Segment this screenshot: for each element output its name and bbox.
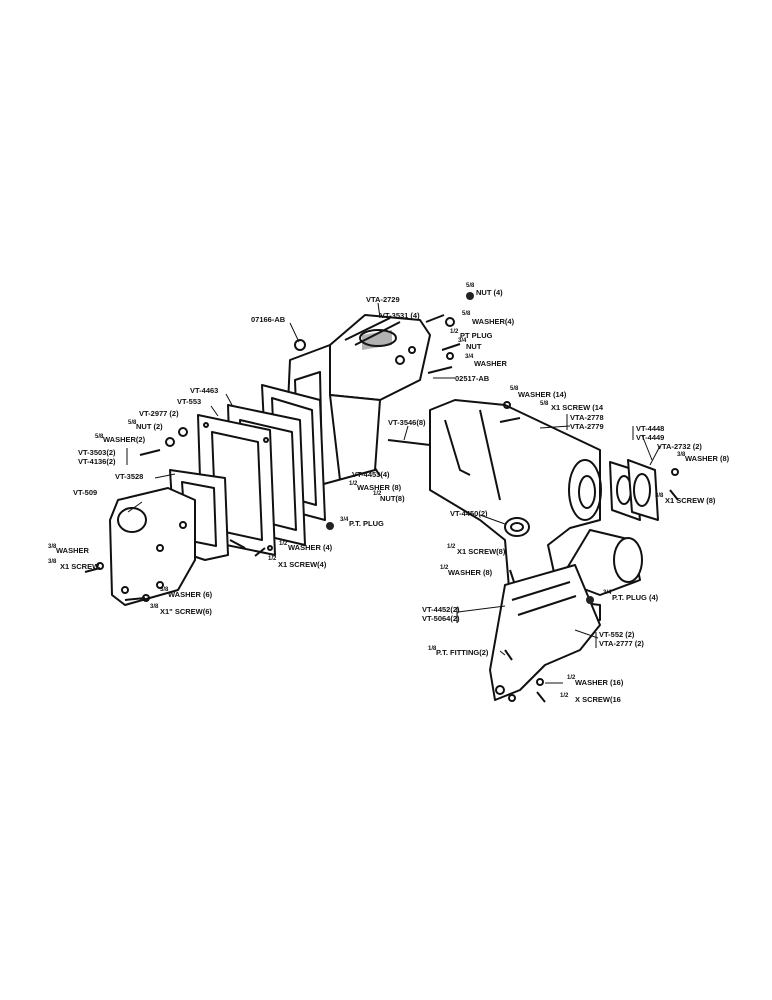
label-vt-4448: VT-4448	[636, 424, 664, 433]
cover-vt-509	[109, 487, 196, 606]
label-washer-8c: WASHER (8)	[448, 568, 493, 577]
label-screw-left-frac: 3/8	[48, 559, 57, 565]
label-vt-553: VT-553	[177, 397, 201, 406]
label-washer-2: WASHER(2)	[103, 435, 146, 444]
label-vta-2777: VTA-2777 (2)	[599, 639, 644, 648]
label-nut-2-frac: 5/8	[128, 420, 137, 426]
label-screw-8b-frac: 3/8	[655, 493, 664, 499]
label-vt-4136: VT-4136(2)	[78, 457, 116, 466]
bottom-cover-vt-552	[489, 564, 601, 702]
label-washer-14: WASHER (14)	[518, 390, 567, 399]
label-pt-plug-4-frac: 3/4	[603, 590, 612, 596]
label-pt-plug-top: PT PLUG	[460, 331, 493, 340]
label-07166-ab: 07166-AB	[251, 315, 286, 324]
label-washer-16: WASHER (16)	[575, 678, 624, 687]
label-vt-4450: VT-4450(2)	[450, 509, 488, 518]
label-screw-4: X1 SCREW(4)	[278, 560, 327, 569]
label-nut-8: NUT(8)	[380, 494, 405, 503]
label-02517-ab: 02517-AB	[455, 374, 490, 383]
label-vt-552: VT-552 (2)	[599, 630, 635, 639]
label-nut-top-frac: 5/8	[466, 283, 475, 289]
label-pt-fitting-frac: 1/8	[428, 646, 437, 652]
label-pt-plug-mid: P.T. PLUG	[349, 519, 384, 528]
label-screw-left: X1 SCREW	[60, 562, 100, 571]
label-washer-8b: WASHER (8)	[685, 454, 730, 463]
label-washer-6-frac: 3/8	[160, 587, 169, 593]
bearing-vt-4450	[504, 517, 530, 537]
label-washer-8a-frac: 1/2	[349, 481, 358, 487]
label-screw-16: X SCREW(16	[575, 695, 621, 704]
label-washer-8c-frac: 1/2	[440, 565, 449, 571]
label-nut-8-frac: 1/2	[373, 491, 382, 497]
part-labels: 5/8 NUT (4) VTA-2729 5/8 WASHER(4) VT-35…	[48, 283, 730, 704]
label-vta-2729: VTA-2729	[366, 295, 400, 304]
label-pt-plug-4: P.T. PLUG (4)	[612, 593, 659, 602]
label-pt-fitting: P.T. FITTING(2)	[436, 648, 489, 657]
label-vt-2977: VT-2977 (2)	[139, 409, 179, 418]
label-washer-8b-frac: 3/8	[677, 452, 686, 458]
label-vt-3546: VT-3546(8)	[388, 418, 426, 427]
label-washer-top: WASHER(4)	[472, 317, 515, 326]
label-washer-mid: WASHER	[474, 359, 508, 368]
label-vt-4463: VT-4463	[190, 386, 218, 395]
label-screw-16-frac: 1/2	[560, 693, 569, 699]
label-washer-4-frac: 1/2	[279, 541, 288, 547]
label-washer-14-frac: 5/8	[510, 386, 519, 392]
label-vt-3528: VT-3528	[115, 472, 143, 481]
label-washer-left: WASHER	[56, 546, 90, 555]
label-washer-left-frac: 3/8	[48, 544, 57, 550]
label-vt-4449: VT-4449	[636, 433, 664, 442]
label-vta-2778: VTA-2778	[570, 413, 604, 422]
label-vt-4453: VT-4453(4)	[352, 470, 390, 479]
label-nut-2: NUT (2)	[136, 422, 163, 431]
label-washer-4: WASHER (4)	[288, 543, 333, 552]
label-washer-2-frac: 5/8	[95, 434, 104, 440]
label-screw-14-frac: 5/8	[540, 401, 549, 407]
axle-flanges	[609, 459, 659, 521]
label-screw-8c: X1 SCREW(8)	[457, 547, 506, 556]
label-washer-8a: WASHER (8)	[357, 483, 402, 492]
label-washer-16-frac: 1/2	[567, 675, 576, 681]
leader-lines	[127, 302, 661, 684]
label-vt-3503: VT-3503(2)	[78, 448, 116, 457]
label-nut-mid-frac: 3/4	[458, 338, 467, 344]
label-washer-top-frac: 5/8	[462, 311, 471, 317]
label-washer-mid-frac: 3/4	[465, 354, 474, 360]
label-nut-mid: NUT	[466, 342, 482, 351]
label-screw-8c-frac: 1/2	[447, 544, 456, 550]
label-screw-6: X1" SCREW(6)	[160, 607, 212, 616]
label-vt-509: VT-509	[73, 488, 97, 497]
label-screw-6-frac: 3/8	[150, 604, 159, 610]
label-pt-plug-mid-frac: 3/4	[340, 517, 349, 523]
hardware-bolts	[84, 292, 679, 703]
label-nut-top: NUT (4)	[476, 288, 503, 297]
label-vt-3531: VT-3531 (4)	[380, 311, 420, 320]
label-vt-4452: VT-4452(2)	[422, 605, 460, 614]
label-pt-plug-top-frac: 1/2	[450, 329, 459, 335]
label-vta-2732: VTA-2732 (2)	[657, 442, 702, 451]
label-vt-5064: VT-5064(2)	[422, 614, 460, 623]
label-washer-6: WASHER (6)	[168, 590, 213, 599]
label-screw-4-frac: 1/2	[268, 556, 277, 562]
label-vta-2779: VTA-2779	[570, 422, 604, 431]
label-screw-14: X1 SCREW (14	[551, 403, 604, 412]
label-screw-8b: X1 SCREW (8)	[665, 496, 716, 505]
